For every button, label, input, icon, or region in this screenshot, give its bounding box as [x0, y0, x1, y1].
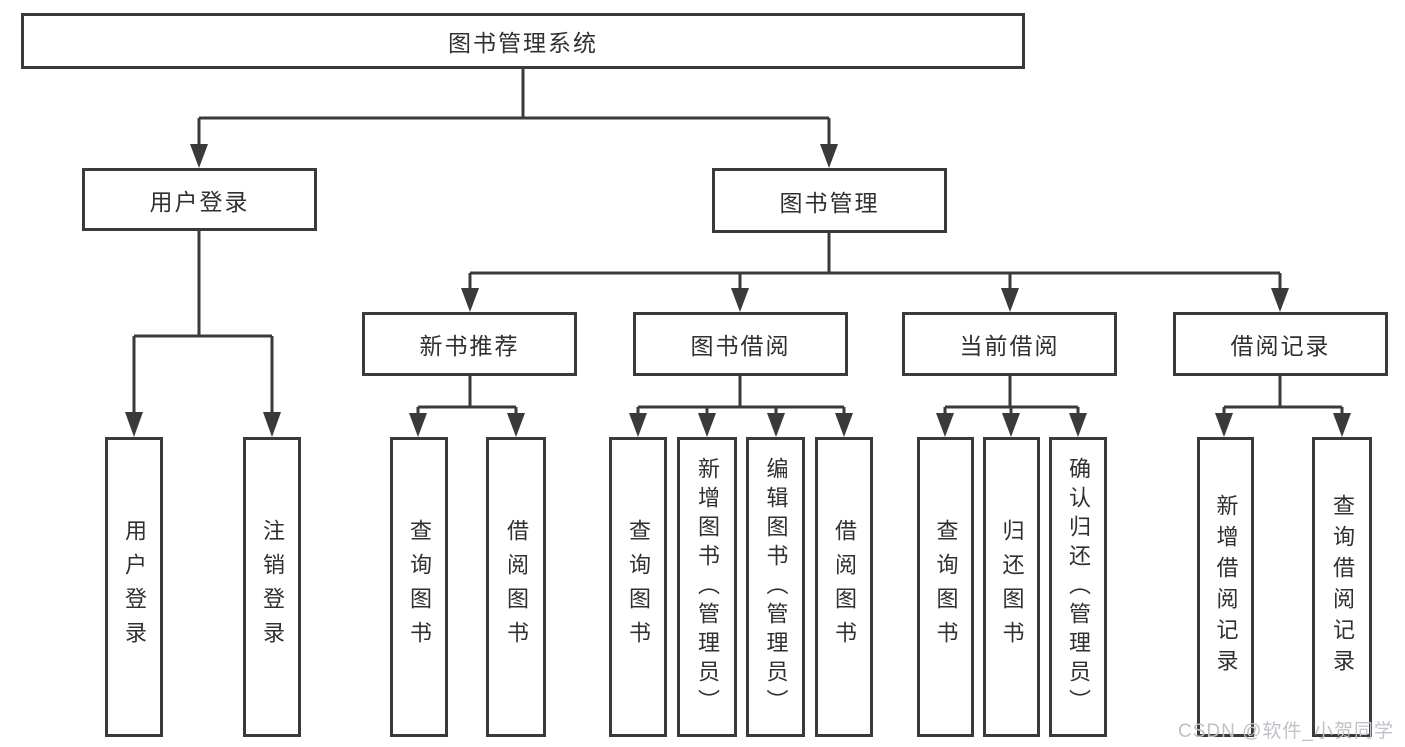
- leaf-borrow-add-books-admin-label: 新增图书（管理员）: [695, 456, 720, 718]
- node-book-management-label: 图书管理: [779, 189, 880, 216]
- leaf-user-login-label: 用户登录: [122, 519, 147, 655]
- leaf-newbook-query-books-label: 查询图书: [407, 519, 432, 655]
- leaf-records-query-label: 查询借阅记录: [1330, 494, 1355, 680]
- arrow-down-icon: [731, 288, 749, 312]
- arrow-down-icon: [698, 413, 716, 437]
- leaf-borrow-edit-books-admin: 编辑图书（管理员）: [746, 437, 805, 737]
- arrow-down-icon: [461, 288, 479, 312]
- leaf-newbook-borrow-books: 借阅图书: [486, 437, 546, 737]
- node-root-system: 图书管理系统: [21, 13, 1025, 69]
- node-user-login: 用户登录: [82, 168, 317, 231]
- csdn-watermark: CSDN @软件_小贺同学: [1178, 721, 1394, 742]
- leaf-current-confirm-return-admin: 确认归还（管理员）: [1049, 437, 1107, 737]
- arrow-down-icon: [1001, 288, 1019, 312]
- arrow-down-icon: [767, 413, 785, 437]
- leaf-borrow-edit-books-admin-label: 编辑图书（管理员）: [763, 456, 789, 718]
- leaf-newbook-borrow-books-label: 借阅图书: [504, 519, 529, 655]
- arrow-down-icon: [263, 412, 281, 437]
- arrow-down-icon: [125, 412, 143, 437]
- node-book-management: 图书管理: [712, 168, 947, 233]
- arrow-down-icon: [1271, 288, 1289, 312]
- arrow-down-icon: [835, 413, 853, 437]
- leaf-borrow-borrow-books: 借阅图书: [815, 437, 873, 737]
- leaf-borrow-add-books-admin: 新增图书（管理员）: [677, 437, 737, 737]
- arrow-down-icon: [409, 413, 427, 437]
- leaf-borrow-borrow-books-label: 借阅图书: [832, 519, 857, 655]
- leaf-borrow-query-books-label: 查询图书: [626, 519, 651, 655]
- node-new-book-recommend-label: 新书推荐: [419, 333, 520, 359]
- node-root-system-label: 图书管理系统: [448, 30, 598, 56]
- node-book-borrow: 图书借阅: [633, 312, 848, 376]
- leaf-newbook-query-books: 查询图书: [390, 437, 448, 737]
- arrow-down-icon: [820, 144, 838, 168]
- arrow-down-icon: [1002, 413, 1020, 437]
- leaf-user-login: 用户登录: [105, 437, 163, 737]
- arrow-down-icon: [1333, 413, 1351, 437]
- node-borrow-records-label: 借阅记录: [1230, 333, 1331, 359]
- node-current-borrow: 当前借阅: [902, 312, 1117, 376]
- arrow-down-icon: [936, 413, 954, 437]
- leaf-current-query-books: 查询图书: [917, 437, 974, 737]
- arrow-down-icon: [629, 413, 647, 437]
- node-new-book-recommend: 新书推荐: [362, 312, 577, 376]
- arrow-down-icon: [1069, 413, 1087, 437]
- leaf-records-add-label: 新增借阅记录: [1213, 494, 1239, 680]
- leaf-logout-label: 注销登录: [260, 519, 285, 655]
- leaf-borrow-query-books: 查询图书: [609, 437, 667, 737]
- node-user-login-label: 用户登录: [149, 188, 250, 215]
- node-borrow-records: 借阅记录: [1173, 312, 1388, 376]
- node-current-borrow-label: 当前借阅: [959, 333, 1060, 359]
- leaf-logout: 注销登录: [243, 437, 301, 737]
- arrow-down-icon: [507, 413, 525, 437]
- arrow-down-icon: [190, 144, 208, 168]
- leaf-records-query: 查询借阅记录: [1312, 437, 1372, 737]
- leaf-current-query-books-label: 查询图书: [933, 519, 959, 655]
- leaf-current-confirm-return-admin-label: 确认归还（管理员）: [1066, 456, 1091, 718]
- leaf-records-add: 新增借阅记录: [1197, 437, 1254, 737]
- node-book-borrow-label: 图书借阅: [690, 333, 791, 359]
- arrow-down-icon: [1215, 413, 1233, 437]
- leaf-current-return-books-label: 归还图书: [999, 519, 1025, 655]
- leaf-current-return-books: 归还图书: [983, 437, 1040, 737]
